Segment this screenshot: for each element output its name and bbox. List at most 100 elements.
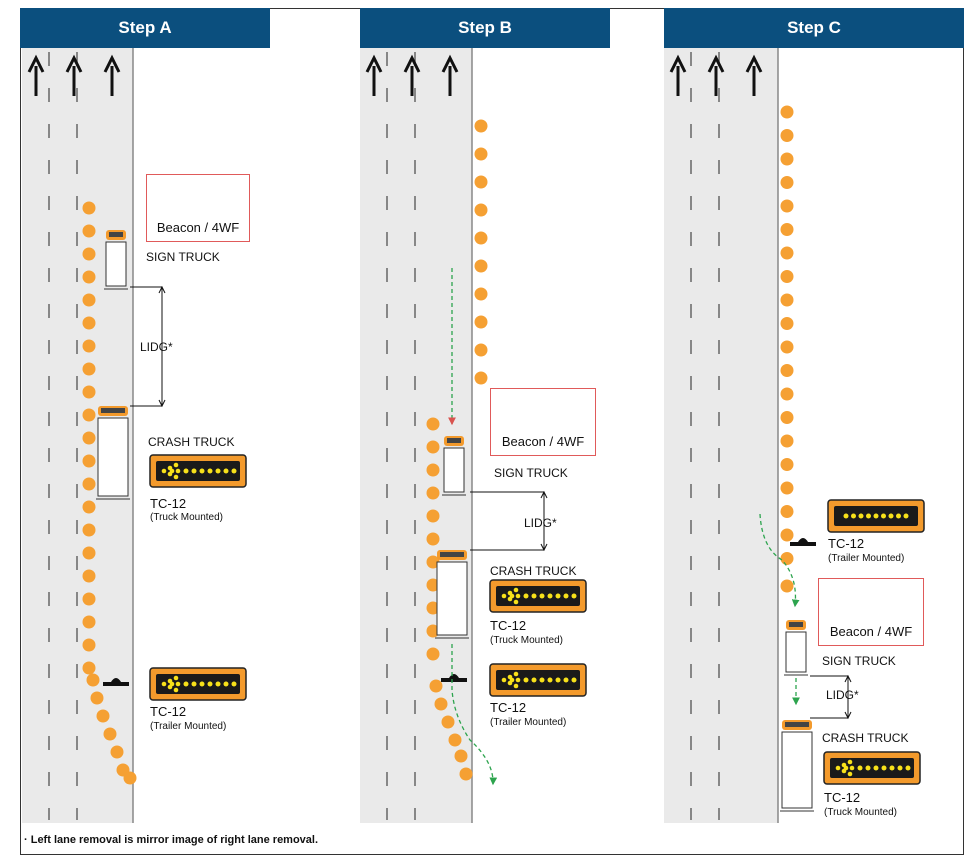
traffic-cone-icon [426,463,440,477]
trailer-icon [103,678,129,686]
traffic-cone-icon [82,408,96,422]
step-a-sign-truck-label: SIGN TRUCK [146,250,220,264]
traffic-cone-icon [434,697,448,711]
traffic-cone-icon [82,362,96,376]
step-c-beacon-callout: Beacon / 4WF [818,578,924,646]
traffic-cone-icon [82,316,96,330]
traffic-cone-icon [82,293,96,307]
arrow-board-icon [149,454,247,488]
traffic-cone-icon [780,528,794,542]
arrow-board-icon [827,499,925,533]
traffic-cone-icon [780,176,794,189]
step-c-sign-truck-label: SIGN TRUCK [822,654,896,668]
traffic-cone-icon [90,691,104,705]
step-a-tc12-label-1: TC-12 [150,496,187,511]
beacon-label: Beacon / 4WF [829,624,913,639]
traffic-cone-icon [103,727,117,741]
up-arrow-icon [669,54,687,96]
step-a-header: Step A [20,8,270,48]
traffic-cone-icon [426,601,440,615]
traffic-cone-icon [82,546,96,560]
traffic-cone-icon [780,270,794,283]
lidg-bracket [130,285,166,408]
traffic-cone-icon [780,105,794,119]
traffic-cone-icon [82,224,96,238]
traffic-cone-icon [780,364,794,377]
step-b-tc12-label-1: TC-12 [490,618,527,633]
up-arrow-icon [65,54,83,96]
traffic-cone-icon [426,624,440,638]
up-arrow-icon [27,54,45,96]
step-b-trailer-mounted-label: (Trailer Mounted) [490,717,567,728]
traffic-cone-icon [780,317,794,330]
traffic-cone-icon [474,315,488,329]
up-arrow-icon [441,54,459,96]
step-c-truck-mounted-label: (Truck Mounted) [824,807,897,818]
traffic-cone-icon [454,749,468,763]
traffic-cone-icon [780,223,794,236]
beacon-label: Beacon / 4WF [501,434,585,449]
road-surface [360,48,472,823]
traffic-cone-icon [780,387,794,401]
step-a-trailer-mounted-label: (Trailer Mounted) [150,721,227,732]
traffic-cone-icon [474,259,488,273]
step-a-truck-mounted-label: (Truck Mounted) [150,512,223,523]
traffic-cone-icon [82,523,96,537]
traffic-cone-icon [110,745,124,759]
step-c-tc12-label-1: TC-12 [828,536,865,551]
travel-path [759,513,800,608]
traffic-cone-icon [780,129,794,142]
traffic-cone-icon [426,555,440,569]
truck-icon [96,406,130,500]
traffic-cone-icon [780,481,794,495]
traffic-cone-icon [474,119,488,133]
traffic-cone-icon [82,247,96,261]
traffic-cone-icon [474,343,488,357]
step-a-beacon-callout: Beacon / 4WF [146,174,250,242]
traffic-cone-icon [426,417,440,431]
traffic-cone-icon [82,431,96,445]
traffic-cone-icon [429,679,443,693]
traffic-cone-icon [82,569,96,583]
traffic-cone-icon [426,532,440,546]
up-arrow-icon [403,54,421,96]
step-b-truck-mounted-label: (Truck Mounted) [490,635,563,646]
traffic-cone-icon [426,509,440,523]
step-b-crash-truck-label: CRASH TRUCK [490,564,577,578]
step-b-header: Step B [360,8,610,48]
step-c-crash-truck-label: CRASH TRUCK [822,731,909,745]
step-a-tc12-label-2: TC-12 [150,704,187,719]
trailer-icon [790,538,816,546]
traffic-cone-icon [474,287,488,301]
up-arrow-icon [103,54,121,96]
road-surface [664,48,778,823]
step-b-tc12-label-2: TC-12 [490,700,527,715]
traffic-cone-icon [780,411,794,424]
traffic-cone-icon [474,203,488,217]
traffic-cone-icon [96,709,110,723]
truck-icon [784,620,808,676]
traffic-cone-icon [82,201,96,215]
traffic-cone-icon [448,733,462,747]
traffic-cone-icon [82,477,96,491]
step-b-lidg-label: LIDG* [524,516,557,530]
traffic-cone-icon [86,673,100,687]
truck-icon [780,720,814,812]
step-b-sign-truck-label: SIGN TRUCK [494,466,568,480]
traffic-cone-icon [426,578,440,592]
traffic-cone-icon [426,440,440,454]
step-a-lidg-label: LIDG* [140,340,173,354]
step-c-header: Step C [664,8,964,48]
step-b-beacon-callout: Beacon / 4WF [490,388,596,456]
step-c-trailer-mounted-label: (Trailer Mounted) [828,553,905,564]
traffic-cone-icon [441,715,455,729]
traffic-cone-icon [780,340,794,354]
traffic-cone-icon [82,638,96,652]
traffic-cone-icon [82,615,96,629]
traffic-cone-icon [426,486,440,500]
traffic-cone-icon [780,199,794,213]
traffic-cone-icon [82,592,96,606]
traffic-cone-icon [82,454,96,468]
arrow-board-icon [489,579,587,613]
